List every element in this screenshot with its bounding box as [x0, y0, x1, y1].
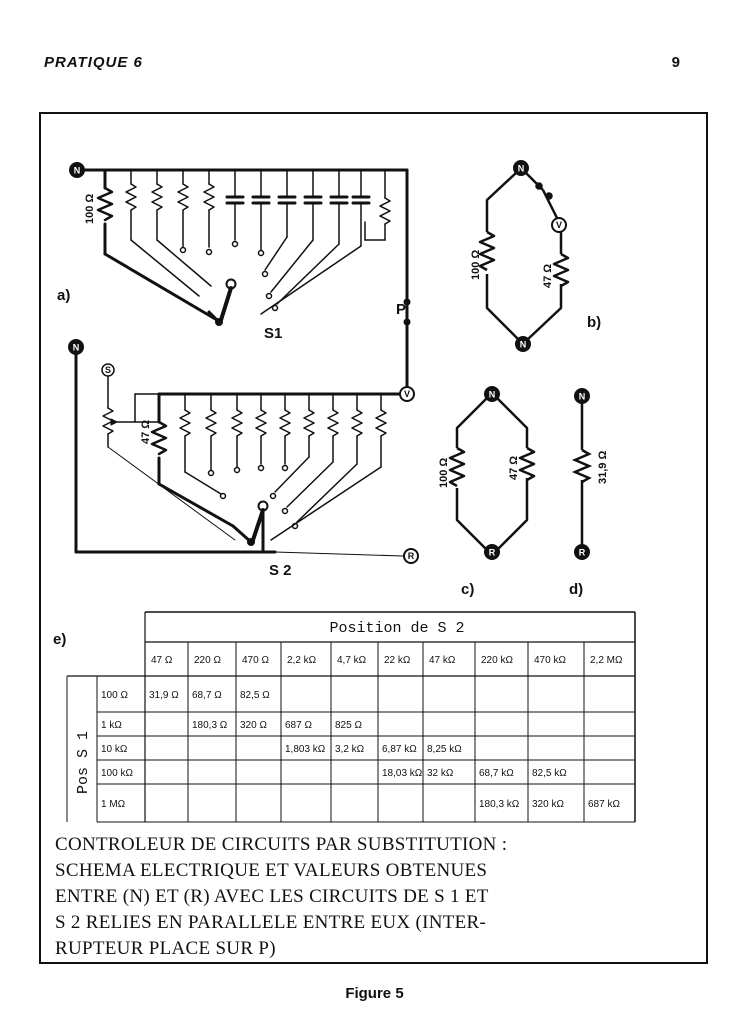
- table-cell: 180,3 kΩ: [479, 799, 520, 810]
- node-v-a: V: [399, 386, 415, 402]
- label-c: c): [461, 581, 474, 598]
- r-label-b-100: 100 Ω: [470, 250, 482, 280]
- label-s2: S 2: [269, 562, 292, 579]
- table-col-header: 2,2 kΩ: [287, 655, 317, 666]
- table-cell: 3,2 kΩ: [335, 744, 365, 755]
- svg-text:R: R: [408, 551, 415, 561]
- table-col-header: 220 kΩ: [481, 655, 513, 666]
- table-cell: 18,03 kΩ: [382, 768, 423, 779]
- table-col-header: 47 kΩ: [429, 655, 456, 666]
- s1-bank: [79, 168, 411, 392]
- table-row-header: 1 kΩ: [101, 720, 122, 731]
- r-label-d-319: 31,9 Ω: [597, 451, 609, 484]
- label-d: d): [569, 581, 583, 598]
- node-n-b-top: N: [513, 160, 529, 176]
- table-row-title: Pos S 1: [75, 731, 92, 794]
- node-n-left: N: [68, 339, 84, 355]
- table-title: Position de S 2: [329, 620, 464, 637]
- r-label-a-47: 47 Ω: [140, 420, 152, 444]
- r-label-a-100: 100 Ω: [84, 194, 96, 224]
- svg-text:V: V: [556, 220, 562, 230]
- svg-text:R: R: [579, 548, 586, 558]
- table-col-header: 2,2 MΩ: [590, 655, 623, 666]
- caption-line-1: CONTROLEUR DE CIRCUITS PAR SUBSTITUTION …: [55, 834, 507, 855]
- label-s1: S1: [264, 325, 282, 342]
- caption-line-2: SCHEMA ELECTRIQUE ET VALEURS OBTENUES: [55, 860, 487, 881]
- circuit-c: [448, 397, 536, 551]
- label-p: P: [396, 301, 406, 318]
- table-row-header: 100 kΩ: [101, 768, 133, 779]
- s2-bank: [74, 353, 404, 557]
- table-cell: 68,7 Ω: [192, 690, 222, 701]
- table-cell: 6,87 kΩ: [382, 744, 417, 755]
- node-r-d: R: [574, 544, 590, 560]
- svg-text:V: V: [404, 389, 410, 399]
- table-cell: 82,5 kΩ: [532, 768, 567, 779]
- label-b: b): [587, 314, 601, 331]
- table-col-header: 22 kΩ: [384, 655, 411, 666]
- table-row-header: 1 MΩ: [101, 799, 126, 810]
- node-r-c: R: [484, 544, 500, 560]
- svg-text:S: S: [105, 365, 111, 375]
- figure-title: Figure 5: [345, 985, 404, 1002]
- table-col-header: 220 Ω: [194, 655, 221, 666]
- table-cell: 180,3 Ω: [192, 720, 228, 731]
- circuit-b: [478, 171, 570, 341]
- svg-text:N: N: [579, 392, 586, 402]
- table-col-header: 470 kΩ: [534, 655, 566, 666]
- table-cell: 31,9 Ω: [149, 690, 179, 701]
- caption: CONTROLEUR DE CIRCUITS PAR SUBSTITUTION …: [55, 834, 507, 959]
- node-r-a: R: [403, 548, 419, 564]
- circuit-d: [571, 402, 593, 546]
- table-row-header: 100 Ω: [101, 690, 128, 701]
- table-cell: 82,5 Ω: [240, 690, 270, 701]
- page-number: 9: [671, 54, 681, 71]
- table-cell: 320 Ω: [240, 720, 267, 731]
- table-col-header: 470 Ω: [242, 655, 269, 666]
- table-cell: 32 kΩ: [427, 768, 454, 779]
- table-cell: 68,7 kΩ: [479, 768, 514, 779]
- results-table: Position de S 2 Pos S 1 47 Ω 220 Ω 470 Ω 2,…: [66, 611, 636, 823]
- figure-frame: [39, 112, 708, 964]
- caption-line-3: ENTRE (N) ET (R) AVEC LES CIRCUITS DE S …: [55, 886, 489, 907]
- table-cell: 1,803 kΩ: [285, 744, 326, 755]
- label-a: a): [57, 287, 70, 304]
- table-cell: 320 kΩ: [532, 799, 564, 810]
- svg-text:N: N: [74, 166, 81, 176]
- svg-text:N: N: [520, 340, 527, 350]
- table-cell: 825 Ω: [335, 720, 362, 731]
- caption-line-5: RUPTEUR PLACE SUR P): [55, 938, 276, 959]
- figure-5-schematic: N N S V R: [39, 112, 708, 964]
- table-col-header: 4,7 kΩ: [337, 655, 367, 666]
- node-n-b-bot: N: [515, 336, 531, 352]
- caption-line-4: S 2 RELIES EN PARALLELE ENTRE EUX (INTER…: [55, 912, 486, 933]
- node-n-top: N: [69, 162, 85, 178]
- table-col-header: 47 Ω: [151, 655, 173, 666]
- r-label-c-100: 100 Ω: [438, 458, 450, 488]
- svg-text:N: N: [489, 390, 496, 400]
- node-s: S: [101, 363, 115, 377]
- svg-text:N: N: [73, 343, 80, 353]
- table-cell: 687 kΩ: [588, 799, 620, 810]
- svg-text:N: N: [518, 164, 525, 174]
- label-e: e): [53, 631, 66, 648]
- node-n-d: N: [574, 388, 590, 404]
- table-row-header: 10 kΩ: [101, 744, 128, 755]
- r-label-b-47: 47 Ω: [542, 264, 554, 288]
- svg-text:R: R: [489, 548, 496, 558]
- node-v-b: V: [551, 217, 567, 233]
- r-label-c-47: 47 Ω: [508, 456, 520, 480]
- running-header: PRATIQUE 6: [44, 54, 143, 71]
- table-cell: 687 Ω: [285, 720, 312, 731]
- node-n-c: N: [484, 386, 500, 402]
- table-cell: 8,25 kΩ: [427, 744, 462, 755]
